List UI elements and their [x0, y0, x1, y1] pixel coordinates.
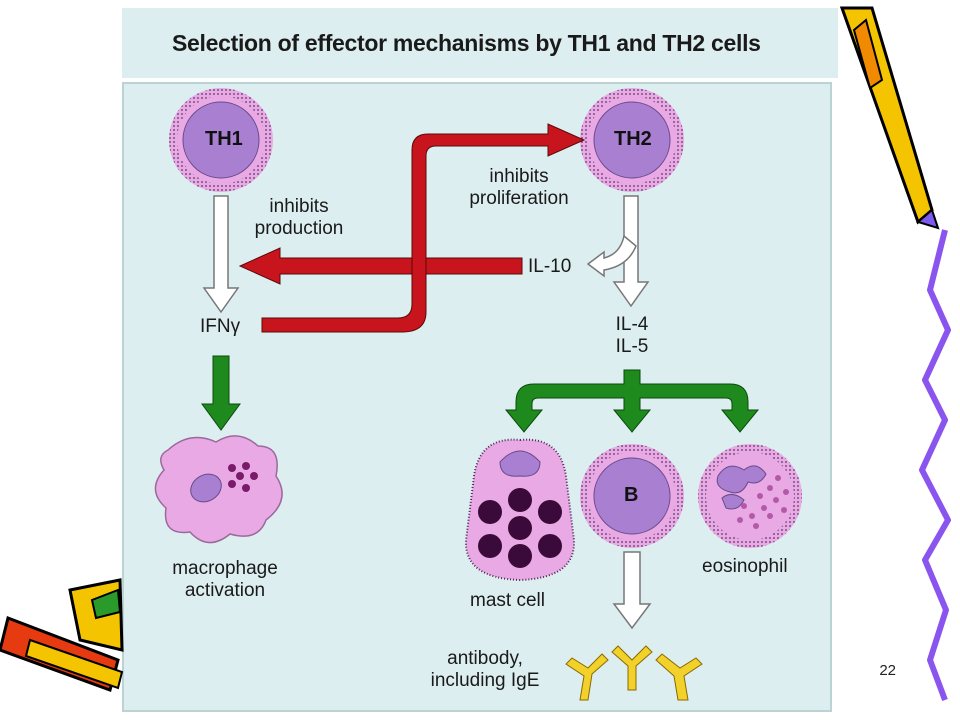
branching-activation-arrow [504, 369, 760, 433]
b-cell-antibody-arrow [612, 551, 652, 630]
macrophage-cell [154, 435, 283, 544]
il10-inhibition-arrow [238, 247, 523, 285]
th1-label: TH1 [205, 128, 243, 150]
eosinophil-cell [698, 444, 802, 548]
th2-cell [580, 88, 684, 192]
title-band [122, 8, 838, 78]
th1-production-arrow [202, 195, 240, 314]
antibody-icon [565, 645, 703, 701]
squiggle-decoration [919, 229, 951, 702]
page-number: 22 [879, 662, 896, 679]
pencil-icon [839, 6, 940, 230]
antibody-label: antibody, including IgE [430, 648, 540, 691]
inhibits-proliferation-label: inhibits proliferation [469, 166, 569, 209]
b-cell-label: B [624, 484, 639, 506]
slide-title: Selection of effector mechanisms by TH1 … [172, 30, 761, 56]
il10-label: IL-10 [528, 256, 572, 277]
b-cell [580, 444, 684, 548]
macrophage-activation-arrow [201, 355, 241, 431]
eosinophil-label: eosinophil [702, 556, 788, 577]
mast-cell-label: mast cell [470, 590, 545, 611]
ifng-label: IFNγ [200, 316, 241, 337]
inhibits-production-label: inhibits production [254, 196, 344, 239]
macrophage-activation-label: macrophage activation [172, 558, 278, 601]
ifng-inhibition-arrow [261, 123, 586, 333]
th1-cell [169, 88, 273, 192]
th2-production-arrow [586, 195, 650, 308]
crayons-icon [0, 578, 124, 692]
il4-il5-label: IL-4 IL-5 [615, 314, 649, 357]
th2-label: TH2 [614, 128, 652, 150]
mast-cell [464, 438, 576, 582]
